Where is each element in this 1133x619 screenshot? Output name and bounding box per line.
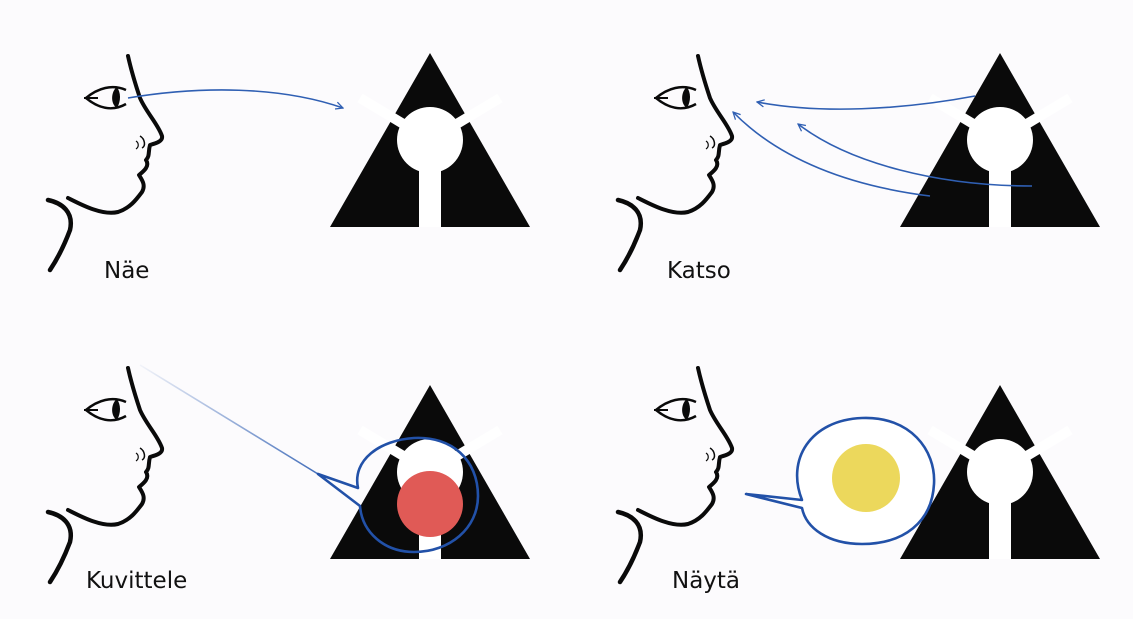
shown-yellow-circle [832, 444, 900, 512]
look-arrow-bottom [733, 112, 931, 197]
panel-look: Katso [618, 53, 1100, 284]
panel-see: Näe [48, 53, 530, 284]
panel-label-show: Näytä [672, 568, 740, 594]
imagination-line [139, 364, 319, 475]
panel-label-look: Katso [667, 258, 731, 284]
look-arrow-top [757, 95, 976, 110]
panel-label-imagine: Kuvittele [86, 568, 187, 594]
panel-imagine: Kuvittele [48, 364, 530, 594]
thought-bubble [316, 436, 480, 554]
look-arrow-middle [798, 124, 1033, 187]
imagined-red-circle [397, 471, 463, 537]
panel-label-see: Näe [104, 258, 149, 284]
sight-arrow [127, 89, 343, 108]
panel-show: Näytä [618, 368, 1100, 594]
